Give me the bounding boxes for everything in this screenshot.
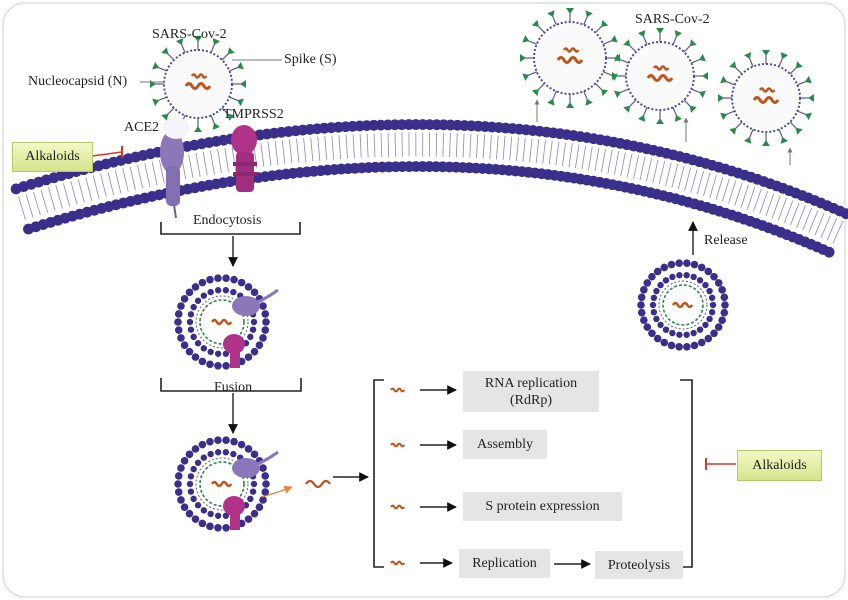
virus-label-left: SARS-Cov-2 — [152, 27, 227, 42]
spike-label: Spike (S) — [284, 52, 337, 67]
released-rna — [305, 479, 331, 489]
sars-cov-2-virions — [150, 8, 814, 146]
rna-replication-box: RNA replication (RdRp) — [463, 371, 599, 412]
endocytosis-bracket — [160, 222, 301, 235]
ace2-receptor — [160, 117, 189, 219]
endosome-vesicles — [174, 259, 729, 532]
fusion-bracket — [160, 378, 302, 392]
proteolysis-box: Proteolysis — [595, 551, 683, 579]
alkaloids-box-right: Alkaloids — [737, 450, 822, 481]
rna-release-arrow — [261, 485, 293, 498]
pathway-rna-2 — [390, 442, 406, 448]
pathway-rna-4 — [390, 560, 406, 566]
inhibit-symbol-left — [91, 146, 123, 158]
s-protein-expression-box: S protein expression — [463, 492, 622, 521]
pathway-bracket-left — [373, 379, 384, 568]
rna-replication-line2: (RdRp) — [510, 392, 552, 408]
endocytosis-label: Endocytosis — [193, 213, 262, 228]
assembly-box: Assembly — [463, 430, 547, 459]
fusion-label: Fusion — [214, 380, 253, 395]
pathway-rna-3 — [390, 504, 406, 510]
rna-replication-line1: RNA replication — [484, 375, 578, 391]
nucleocapsid-label: Nucleocapsid (N) — [28, 74, 128, 89]
tmprss2-label: TMPRSS2 — [223, 107, 284, 122]
alkaloids-box-left: Alkaloids — [12, 142, 93, 172]
tmprss2-receptor — [231, 125, 257, 192]
release-label: Release — [704, 233, 748, 248]
ace2-label: ACE2 — [124, 120, 159, 135]
replication-box: Replication — [459, 549, 550, 578]
pathway-rna-1 — [390, 387, 406, 393]
pathway-rows — [390, 385, 591, 569]
inhibit-symbol-right — [705, 458, 736, 470]
virus-label-right: SARS-Cov-2 — [635, 12, 710, 27]
pathway-bracket-right — [680, 379, 693, 568]
